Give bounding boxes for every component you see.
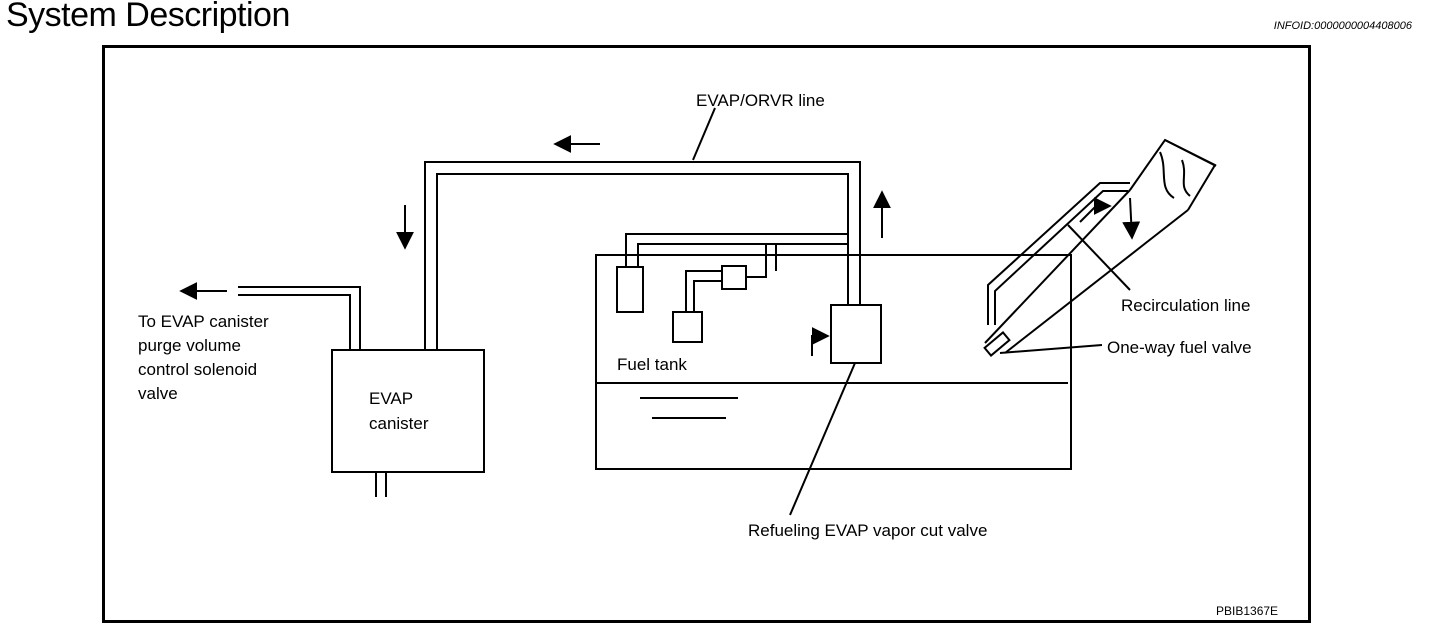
one-way-fuel-valve	[983, 331, 1011, 357]
figure-code: PBIB1367E	[1216, 604, 1278, 618]
page-title: System Description	[6, 0, 290, 34]
vent-valve-left	[616, 266, 644, 313]
vent-valve-lower	[672, 311, 703, 343]
vent-tubes	[625, 233, 848, 312]
fuel-tank	[595, 254, 1072, 470]
label-evap-canister-2: canister	[369, 414, 429, 433]
leader-recirculation	[1067, 224, 1131, 291]
flow-arrow-recirc-right	[1079, 197, 1112, 223]
filler-neck	[984, 138, 1217, 354]
label-refueling-valve: Refueling EVAP vapor cut valve	[748, 521, 987, 540]
label-to-canister-4: valve	[138, 384, 178, 403]
leader-refueling-valve	[789, 362, 856, 516]
leader-evap-orvr	[692, 107, 716, 161]
recirculation-line	[987, 182, 1130, 325]
diagram-frame	[102, 45, 1311, 623]
vent-valve-small	[721, 265, 747, 290]
refueling-evap-vapor-cut-valve	[830, 304, 882, 364]
label-to-canister-1: To EVAP canister	[138, 312, 269, 331]
info-id: INFOID:0000000004408006	[1273, 20, 1412, 32]
canister-drain-pipe	[375, 472, 387, 497]
label-to-canister-3: control solenoid	[138, 360, 257, 379]
label-one-way-fuel-valve: One-way fuel valve	[1107, 338, 1252, 357]
evap-orvr-line	[424, 161, 861, 350]
label-evap-canister-1: EVAP	[369, 389, 413, 408]
flow-arrow-valve	[811, 327, 830, 356]
label-evap-orvr-line: EVAP/ORVR line	[696, 91, 825, 110]
label-to-canister-2: purge volume	[138, 336, 241, 355]
label-fuel-tank: Fuel tank	[617, 355, 687, 374]
label-recirculation-line: Recirculation line	[1121, 296, 1250, 315]
evap-canister	[331, 349, 485, 473]
purge-line	[238, 286, 361, 350]
flow-arrow-filler-down	[1122, 197, 1141, 240]
leader-one-way-valve	[999, 344, 1103, 354]
